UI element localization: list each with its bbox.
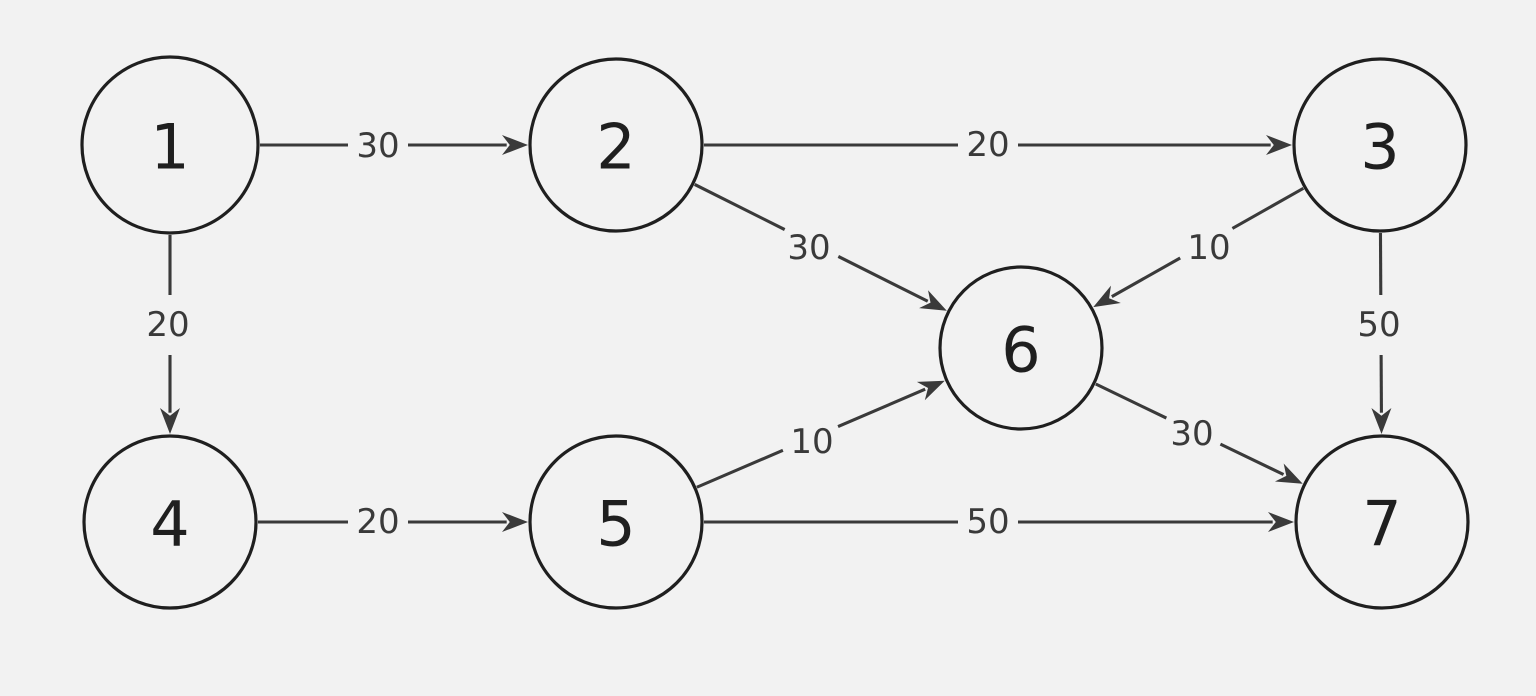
- edge-segment: [1219, 442, 1285, 476]
- edge-arrowhead: [1268, 512, 1294, 532]
- edge-weight-label: 50: [1357, 305, 1400, 345]
- node-circle: [1292, 57, 1468, 233]
- edge-weight-label: 30: [787, 228, 830, 268]
- edge-segment: [696, 448, 784, 489]
- graph-node-4[interactable]: 4: [82, 434, 258, 610]
- graph-node-7[interactable]: 7: [1294, 434, 1470, 610]
- edge-weight-label: 20: [356, 502, 399, 542]
- graph-edge-1-to-2[interactable]: 30: [260, 126, 528, 166]
- graph-edge-2-to-3[interactable]: 20: [704, 125, 1292, 165]
- graph-edge-5-to-6[interactable]: 10: [696, 380, 945, 489]
- edge-weight-label: 50: [966, 502, 1009, 542]
- node-label: 7: [1362, 488, 1401, 561]
- edge-segment: [1111, 256, 1181, 299]
- node-circle: [528, 57, 704, 233]
- edge-layer: 30 20 20 30 10 50 20 10 50 30: [146, 125, 1400, 542]
- edge-weight-label: 20: [966, 125, 1009, 165]
- edge-weight-label: 10: [1187, 228, 1230, 268]
- edge-segment: [837, 255, 929, 303]
- graph-node-5[interactable]: 5: [528, 434, 704, 610]
- edge-arrowhead: [160, 408, 180, 434]
- node-layer: 1 2 3 4 5 6 7: [80, 55, 1470, 610]
- graph-edge-6-to-7[interactable]: 30: [1095, 382, 1303, 484]
- node-circle: [80, 55, 260, 235]
- graph-node-6[interactable]: 6: [938, 265, 1104, 431]
- edge-arrowhead: [916, 380, 945, 401]
- graph-node-3[interactable]: 3: [1292, 57, 1468, 233]
- edge-segment: [1231, 186, 1305, 230]
- edge-arrowhead: [919, 290, 947, 311]
- edge-weight-label: 20: [146, 305, 189, 345]
- node-label: 5: [596, 488, 635, 561]
- edge-arrowhead: [502, 135, 528, 155]
- edge-weight-label: 30: [356, 126, 399, 166]
- node-circle: [938, 265, 1104, 431]
- node-label: 4: [150, 488, 189, 561]
- graph-edge-3-to-7[interactable]: 50: [1357, 232, 1401, 435]
- node-circle: [528, 434, 704, 610]
- edge-weight-label: 30: [1170, 414, 1213, 454]
- graph-edge-3-to-6[interactable]: 10: [1093, 186, 1305, 308]
- edge-arrowhead: [502, 512, 528, 532]
- graph-edge-2-to-6[interactable]: 30: [693, 183, 947, 311]
- edge-segment: [693, 183, 786, 231]
- graph-edge-1-to-4[interactable]: 20: [146, 235, 190, 434]
- edge-segment: [1095, 382, 1168, 420]
- edge-segment: [837, 387, 926, 429]
- node-circle: [82, 434, 258, 610]
- edge-arrowhead: [1371, 407, 1392, 435]
- edge-arrowhead: [1274, 463, 1303, 484]
- edge-weight-label: 10: [790, 422, 833, 462]
- graph-node-1[interactable]: 1: [80, 55, 260, 235]
- graph-edge-5-to-7[interactable]: 50: [704, 502, 1294, 542]
- edge-arrowhead: [1266, 135, 1292, 155]
- edge-arrowhead: [1093, 285, 1121, 308]
- node-label: 1: [150, 111, 189, 184]
- graph-node-2[interactable]: 2: [528, 57, 704, 233]
- node-label: 2: [596, 111, 635, 184]
- graph-edge-4-to-5[interactable]: 20: [258, 502, 528, 542]
- node-label: 3: [1360, 111, 1399, 184]
- node-circle: [1294, 434, 1470, 610]
- node-label: 6: [1001, 314, 1040, 387]
